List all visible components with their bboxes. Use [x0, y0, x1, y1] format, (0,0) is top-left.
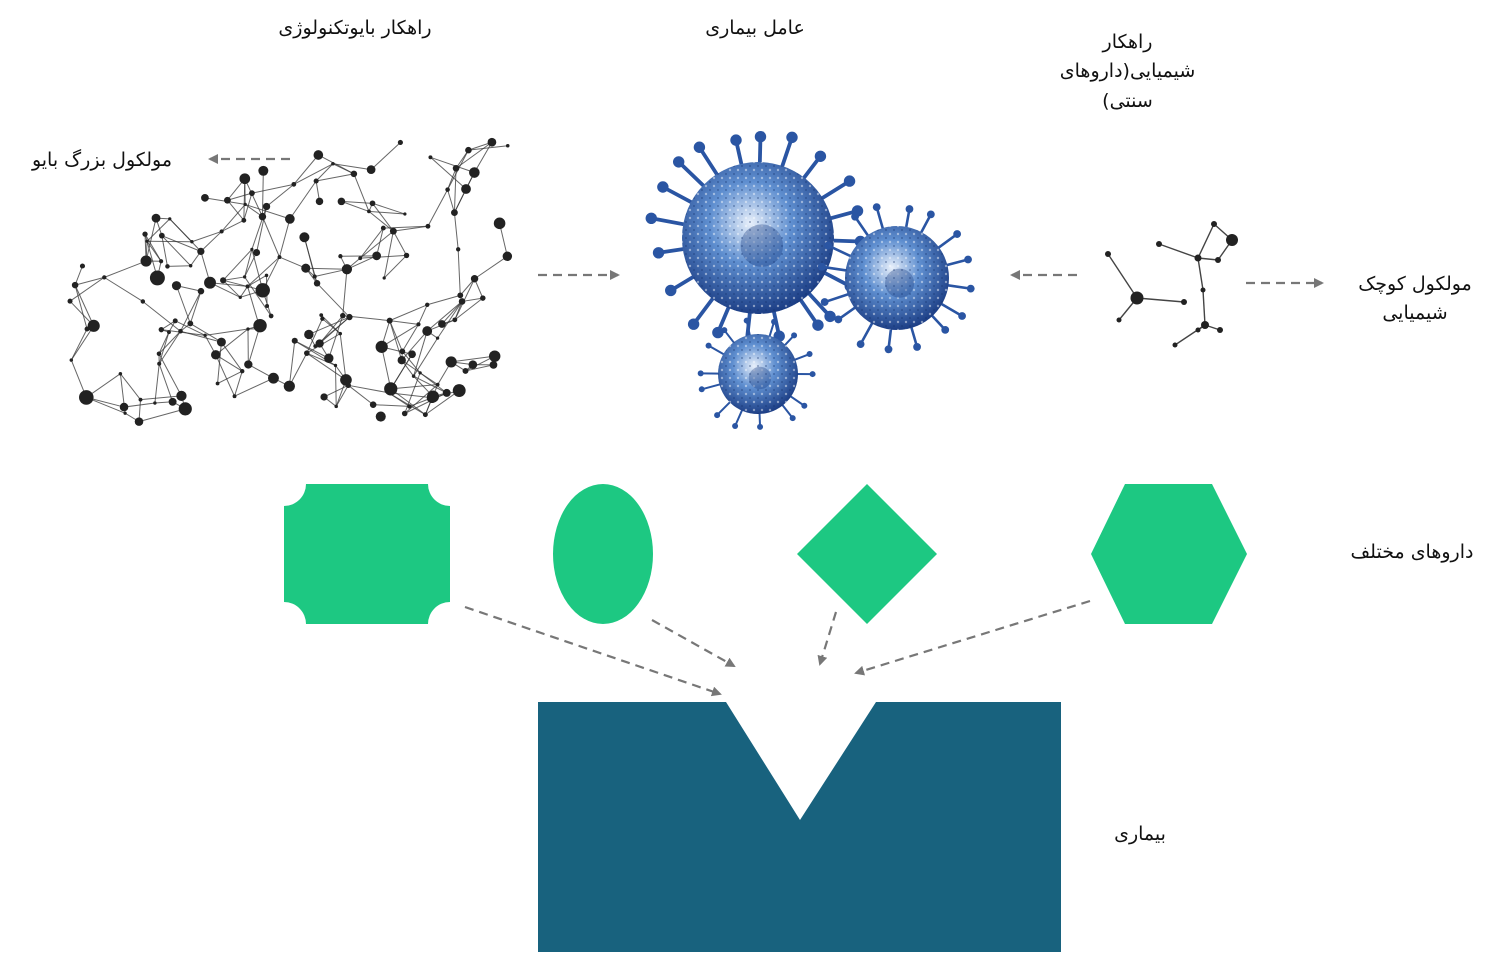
drug-shape-notched-square	[284, 484, 450, 624]
drug-shape-hexagon	[1091, 484, 1247, 624]
drug-shape-ellipse	[553, 484, 653, 624]
arrow-diamond-to-disease	[817, 611, 838, 666]
big-molecule-network-image	[67, 137, 513, 426]
drug-shape-diamond	[797, 484, 937, 624]
small-molecule-label: مولکول کوچک شیمیایی	[1358, 273, 1472, 325]
pathogen-title: عامل بیماری	[705, 17, 805, 39]
small-molecule-image	[1105, 221, 1238, 348]
biotech-approach-title: راهکار بایوتکنولوژی	[278, 17, 432, 39]
disease-block	[538, 702, 1061, 952]
disease-label: بیماری	[1114, 823, 1166, 845]
drugs-label: داروهای مختلف	[1350, 541, 1474, 563]
pathogen-virus-image	[645, 130, 975, 430]
arrow-ellipse-to-disease	[651, 619, 736, 667]
chemical-approach-title: راهکار شیمیایی(داروهای سنتی)	[1059, 31, 1196, 112]
big-molecule-label: مولکول بزرگ بایو	[31, 149, 173, 171]
arrow-hexagon-to-disease	[854, 599, 1091, 676]
